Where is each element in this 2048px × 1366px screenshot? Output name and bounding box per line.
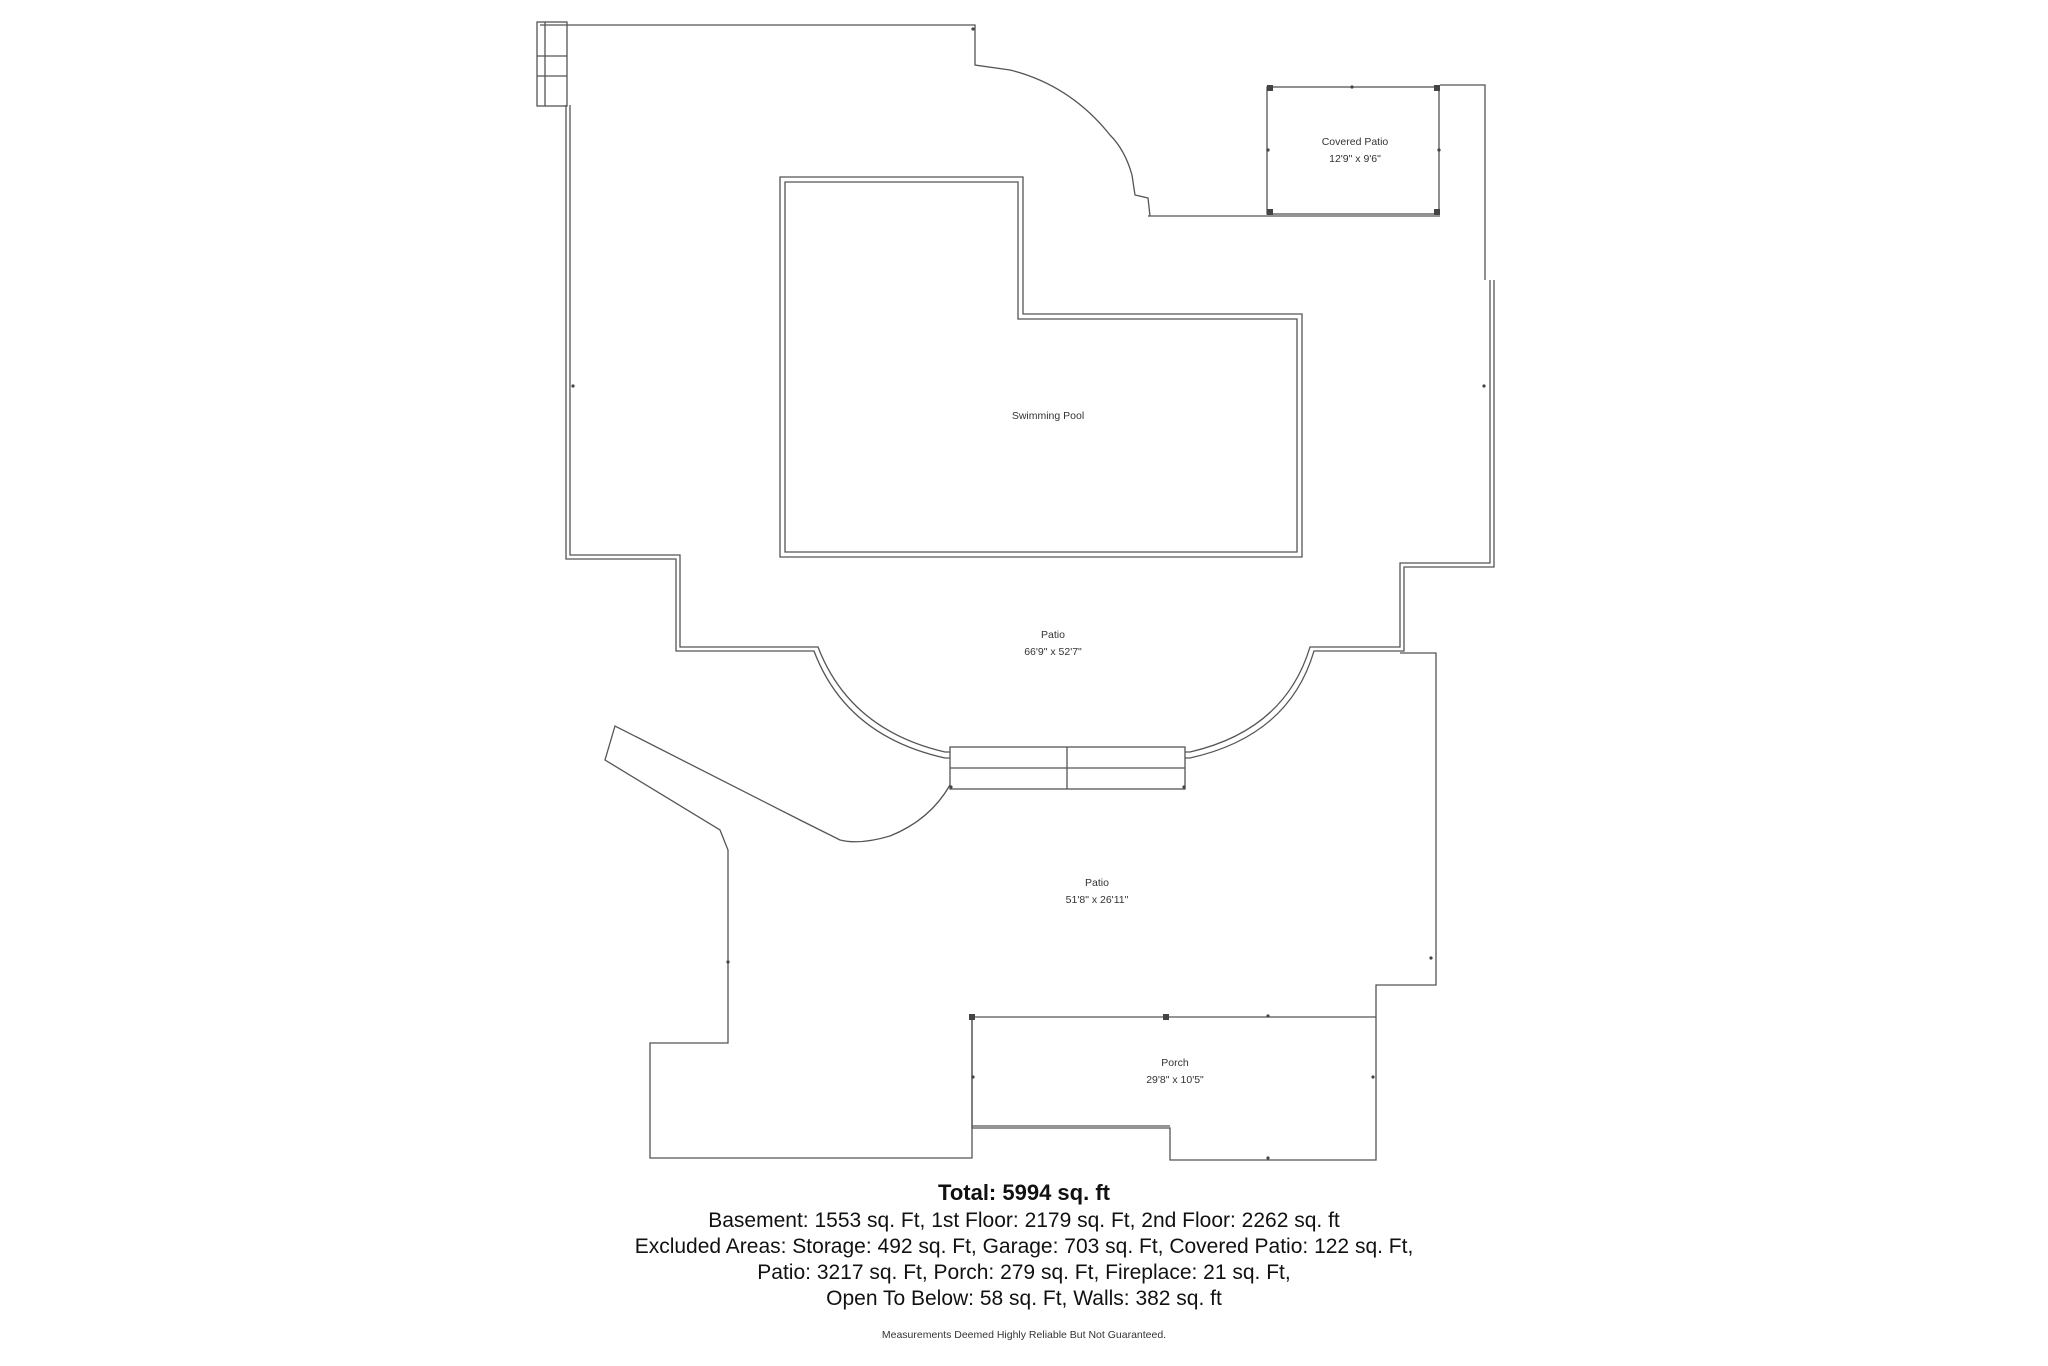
total-area: Total: 5994 sq. ft — [938, 1180, 1110, 1205]
disclaimer: Measurements Deemed Highly Reliable But … — [881, 1329, 1167, 1341]
post-marker — [1434, 85, 1440, 91]
point-marker — [971, 27, 975, 31]
swimming-pool-outline — [779, 176, 1303, 558]
porch-label: Porch — [1161, 1057, 1189, 1069]
point-marker — [1266, 1156, 1270, 1160]
covered-patio-label: Covered Patio — [1322, 136, 1389, 148]
upper-patio-dims: 66'9" x 52'7" — [1024, 646, 1082, 658]
point-marker — [571, 384, 575, 388]
lower-patio-label: Patio — [1085, 877, 1109, 889]
summary-line: Patio: 3217 sq. Ft, Porch: 279 sq. Ft, F… — [757, 1261, 1291, 1284]
point-marker — [1266, 148, 1270, 152]
upper-patio-outline — [540, 24, 1491, 753]
area-summary: Total: 5994 sq. ft Basement: 1553 sq. Ft… — [0, 1178, 2048, 1312]
point-marker — [971, 1075, 975, 1079]
covered-patio-dims: 12'9" x 9'6" — [1329, 153, 1381, 165]
lower-patio-dims: 51'8" x 26'11" — [1066, 894, 1129, 906]
post-marker — [1163, 1014, 1169, 1020]
summary-line: Basement: 1553 sq. Ft, 1st Floor: 2179 s… — [708, 1209, 1340, 1232]
post-marker — [1434, 209, 1440, 215]
point-marker — [1182, 785, 1186, 789]
post-marker — [1267, 85, 1273, 91]
stair-block — [536, 21, 568, 107]
summary-line: Open To Below: 58 sq. Ft, Walls: 382 sq.… — [826, 1287, 1222, 1310]
covered-patio-outline — [1266, 86, 1440, 215]
point-marker — [949, 785, 953, 789]
summary-line: Excluded Areas: Storage: 492 sq. Ft, Gar… — [634, 1235, 1414, 1258]
porch-dims: 29'8" x 10'5" — [1146, 1074, 1204, 1086]
upper-patio-outline-inner — [565, 105, 1495, 759]
porch-outline — [971, 1016, 1377, 1161]
post-marker — [1267, 209, 1273, 215]
swimming-pool-label: Swimming Pool — [1012, 410, 1084, 422]
point-marker — [1437, 148, 1441, 152]
post-marker — [969, 1014, 975, 1020]
point-marker — [1429, 956, 1433, 960]
lower-patio-outline — [604, 652, 1437, 1159]
point-marker — [1350, 85, 1354, 89]
upper-patio-label: Patio — [1041, 629, 1065, 641]
point-marker — [1482, 384, 1486, 388]
point-marker — [726, 960, 730, 964]
point-marker — [1371, 1075, 1375, 1079]
point-marker — [1266, 1014, 1270, 1018]
